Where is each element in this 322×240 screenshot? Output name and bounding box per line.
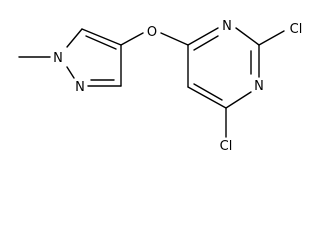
atom-oxygen: O — [147, 25, 157, 40]
bond-n3-c4 — [225, 91, 252, 109]
bond-c4-c5-inner — [193, 83, 223, 101]
atom-n1-pyrazole: N — [53, 51, 63, 66]
bond-c5-c4 — [81, 28, 122, 46]
bond-c6-n1 — [187, 27, 219, 46]
molecule-diagram: N N O N N Cl Cl — [18, 19, 302, 154]
bond-c6-n1-inner — [193, 35, 219, 51]
bond-oxygen-c6 — [160, 32, 189, 46]
bond-n1-c5 — [66, 28, 83, 48]
bond-c4-c5 — [187, 86, 227, 109]
atom-chlorine-4: Cl — [220, 139, 233, 154]
molecule-structure: N N O N N Cl Cl — [18, 19, 302, 154]
bonds — [18, 27, 285, 138]
bond-n1-c2 — [235, 27, 260, 46]
bond-c2-cl — [258, 30, 285, 46]
bond-n2-n1 — [66, 66, 75, 79]
bond-c5-c4-inner — [85, 35, 117, 50]
bond-c4-oxygen — [120, 32, 144, 46]
atom-n2-pyrazole: N — [75, 80, 85, 95]
atom-labels: N N O N N Cl Cl — [53, 19, 302, 154]
atom-n3-pyrimidine: N — [254, 79, 264, 94]
atom-chlorine-2: Cl — [290, 22, 303, 37]
atom-n1-pyrimidine: N — [222, 19, 232, 34]
